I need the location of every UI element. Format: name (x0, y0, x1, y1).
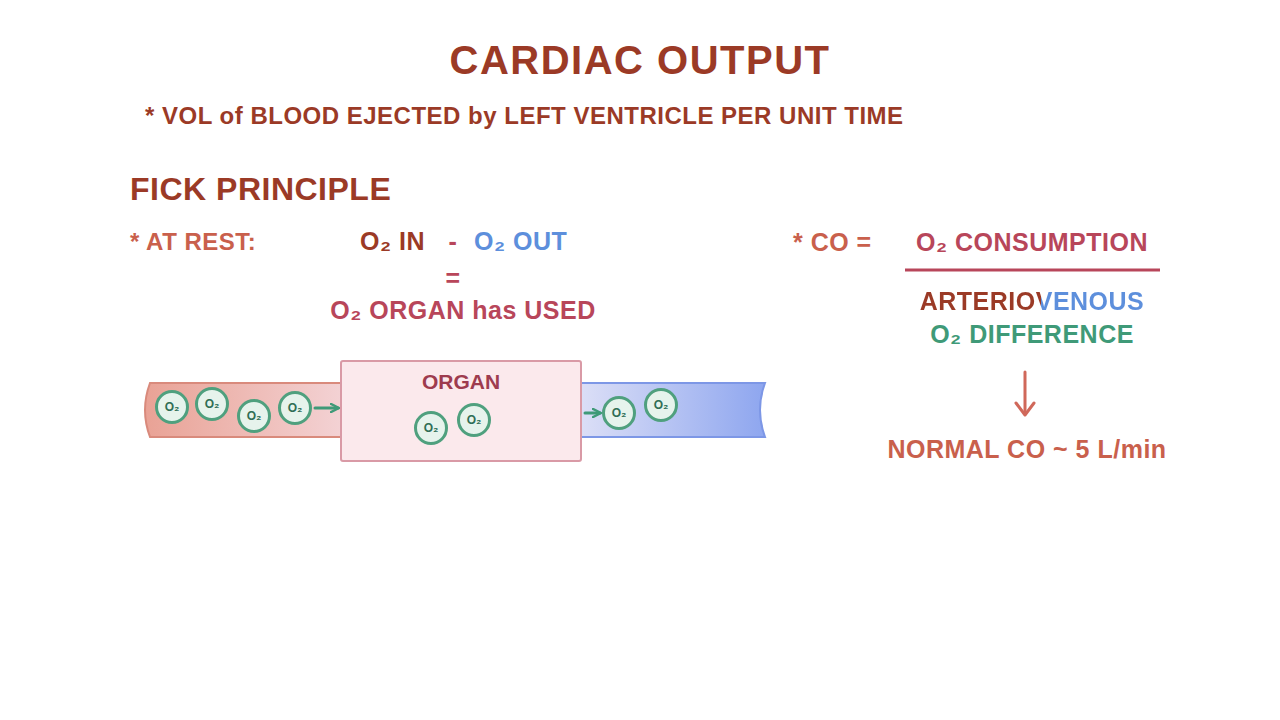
down-arrow-head (1016, 403, 1034, 415)
fraction-bar (905, 269, 1160, 272)
oxygen-symbol: O₂ (165, 400, 180, 414)
denominator: ARTERIOVENOUS (920, 288, 1145, 316)
oxygen-symbol: O₂ (247, 409, 262, 423)
oxygen-symbol: O₂ (612, 406, 627, 420)
condition-note: * AT REST: (130, 229, 256, 255)
oxygen-molecule: O₂ (195, 387, 229, 421)
organ-label: ORGAN (342, 362, 580, 394)
oxygen-symbol: O₂ (654, 398, 669, 412)
oxygen-used: O₂ ORGAN has USED (330, 297, 595, 325)
oxygen-molecule: O₂ (414, 411, 448, 445)
normal-value: NORMAL CO ~ 5 L/min (887, 436, 1166, 464)
section-heading: FICK PRINCIPLE (130, 172, 391, 207)
oxygen-molecule: O₂ (457, 403, 491, 437)
title: CARDIAC OUTPUT (450, 38, 831, 82)
definition: * VOL of BLOOD EJECTED by LEFT VENTRICLE… (145, 103, 904, 129)
oxygen-molecule: O₂ (278, 391, 312, 425)
numerator: O₂ CONSUMPTION (916, 229, 1148, 257)
oxygen-symbol: O₂ (205, 397, 220, 411)
oxygen-molecule: O₂ (602, 396, 636, 430)
oxygen-out: O₂ OUT (474, 228, 567, 256)
flow-arrow (315, 407, 338, 410)
vein-band (563, 383, 765, 437)
denominator: O₂ DIFFERENCE (930, 321, 1134, 349)
oxygen-molecule: O₂ (237, 399, 271, 433)
artery-band (145, 383, 342, 437)
oxygen-molecule: O₂ (644, 388, 678, 422)
oxygen-symbol: O₂ (467, 413, 482, 427)
organ-box: ORGAN O₂ O₂ (340, 360, 582, 462)
oxygen-symbol: O₂ (424, 421, 439, 435)
formula-lhs: * CO = (793, 229, 872, 257)
oxygen-in: O₂ IN (360, 228, 425, 256)
minus-sign: - (449, 228, 458, 256)
down-arrow (1024, 372, 1027, 412)
oxygen-symbol: O₂ (288, 401, 303, 415)
equals-sign: = (445, 265, 460, 293)
oxygen-molecule: O₂ (155, 390, 189, 424)
flow-arrow (585, 412, 600, 415)
